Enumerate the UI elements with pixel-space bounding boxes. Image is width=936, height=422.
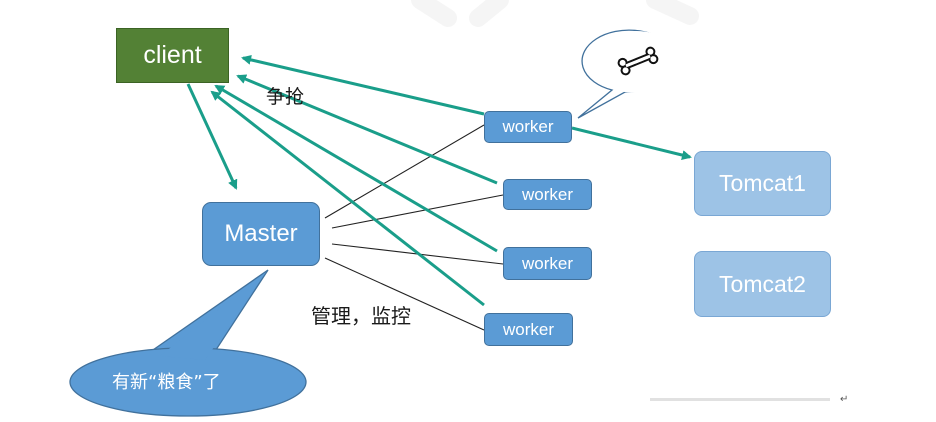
client-node: client — [116, 28, 229, 83]
bone-icon — [617, 46, 659, 76]
master-node: Master — [202, 202, 320, 266]
bone-bubble — [577, 29, 683, 119]
line-master-worker2 — [331, 194, 504, 229]
worker-node-1: worker — [484, 111, 572, 143]
arrow-worker2-client — [236, 74, 498, 185]
worker-node-3: worker — [503, 247, 592, 280]
manage-monitor-label: 管理，监控 — [311, 304, 411, 328]
tomcat1-node: Tomcat1 — [694, 151, 831, 216]
line-master-worker4 — [324, 257, 485, 331]
return-mark: ↵ — [840, 394, 848, 405]
arrow-worker4-client — [210, 90, 485, 307]
tomcat2-node: Tomcat2 — [694, 251, 831, 317]
arrow-client-master — [186, 83, 238, 190]
arrow-worker3-client — [214, 84, 498, 253]
faint-footer — [650, 398, 830, 401]
arrow-worker1-client — [241, 54, 485, 116]
arrow-worker1-tomcat1 — [571, 126, 692, 160]
new-food-label: 有新“粮食”了 — [112, 372, 221, 393]
grab-arrows — [186, 54, 692, 307]
worker-node-4: worker — [484, 313, 573, 346]
watermark — [411, 0, 699, 27]
new-food-bubble — [69, 269, 307, 417]
grab-label: 争抢 — [266, 86, 305, 108]
worker-node-2: worker — [503, 179, 592, 210]
line-master-worker1 — [324, 124, 485, 219]
